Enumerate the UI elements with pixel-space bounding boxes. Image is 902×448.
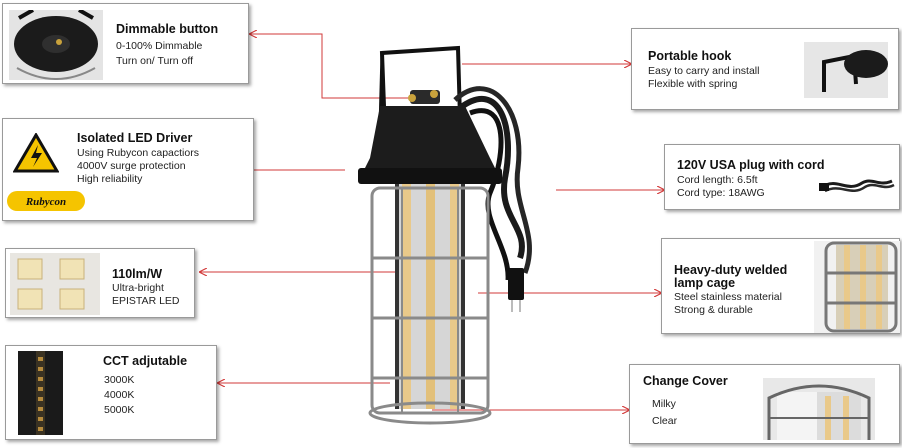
cage-title-line-1: Heavy-duty welded	[674, 263, 788, 277]
dimmable-title: Dimmable button	[116, 22, 219, 36]
cage-title-line-2: lamp cage	[674, 276, 736, 290]
cct-title: CCT adjutable	[103, 354, 188, 368]
cage-line-2: Strong & durable	[674, 304, 753, 316]
cover-line-2: Clear	[652, 415, 678, 427]
hook-thumbnail	[804, 42, 888, 98]
cct-line-2: 4000K	[104, 389, 135, 401]
efficacy-line-1: Ultra-bright	[112, 282, 164, 294]
led-chip-thumbnail	[10, 253, 100, 315]
work-light-lamp	[358, 45, 532, 425]
rubycon-logo: Rubycon	[7, 191, 85, 211]
cct-strip-thumbnail	[18, 351, 63, 435]
dimmable-line-2: Turn on/ Turn off	[116, 55, 194, 67]
cover-thumbnail	[763, 378, 875, 440]
dimmable-line-1: 0-100% Dimmable	[116, 40, 203, 52]
driver-line-3: High reliability	[77, 173, 143, 185]
cct-line-3: 5000K	[104, 404, 135, 416]
callout-driver: Rubycon Isolated LED Driver Using Rubyco…	[2, 118, 254, 221]
plug-cord-thumbnail	[817, 157, 897, 203]
callout-efficacy: 110lm/W Ultra-bright EPISTAR LED	[5, 248, 195, 318]
plug-title: 120V USA plug with cord	[677, 158, 825, 172]
cover-line-1: Milky	[652, 398, 676, 410]
efficacy-title: 110lm/W	[112, 267, 163, 281]
connector-dimmable	[250, 34, 410, 99]
rubycon-logo-text: Rubycon	[25, 196, 66, 208]
warning-electric-icon	[13, 133, 59, 173]
cct-line-1: 3000K	[104, 374, 135, 386]
cover-title: Change Cover	[643, 374, 728, 388]
hook-line-2: Flexible with spring	[648, 78, 738, 90]
plug-line-2: Cord type: 18AWG	[677, 187, 765, 199]
cage-line-1: Steel stainless material	[674, 291, 782, 303]
dimmable-button-thumbnail	[9, 10, 103, 80]
callout-cct: CCT adjutable 3000K 4000K 5000K	[5, 345, 217, 440]
callout-hook: Portable hook Easy to carry and install …	[631, 28, 899, 110]
plug-line-1: Cord length: 6.5ft	[677, 174, 758, 186]
driver-title: Isolated LED Driver	[77, 131, 193, 145]
callout-plug: 120V USA plug with cord Cord length: 6.5…	[664, 144, 900, 210]
cage-thumbnail	[814, 241, 900, 333]
callout-cage: Heavy-duty welded lamp cage Steel stainl…	[661, 238, 900, 334]
callout-dimmable: Dimmable button 0-100% Dimmable Turn on/…	[2, 3, 249, 84]
hook-line-1: Easy to carry and install	[648, 65, 760, 77]
callout-cover: Change Cover Milky Clear	[629, 364, 900, 444]
hook-title: Portable hook	[648, 49, 732, 63]
driver-line-2: 4000V surge protection	[77, 160, 186, 172]
driver-line-1: Using Rubycon capactiors	[77, 147, 199, 159]
efficacy-line-2: EPISTAR LED	[112, 295, 180, 307]
